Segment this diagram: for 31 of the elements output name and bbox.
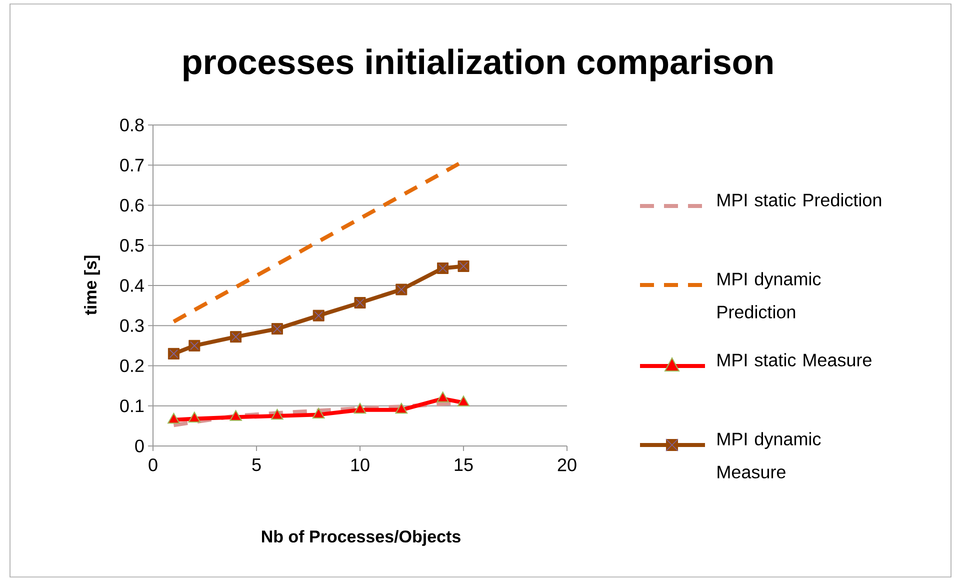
y-tick-label: 0.1 — [120, 399, 144, 412]
x-tick-label: 20 — [558, 458, 576, 472]
y-tick-label: 0.7 — [120, 158, 144, 172]
y-tick-label: 0.4 — [120, 279, 144, 292]
point — [271, 408, 284, 420]
y-tick-label: 0.2 — [120, 359, 144, 372]
legend-label: MPI static Measure — [718, 353, 872, 366]
x-tick-label: 10 — [351, 458, 370, 472]
point — [168, 412, 180, 424]
point — [395, 402, 408, 414]
x-tick-label: 5 — [252, 458, 261, 472]
y-tick-label: 0.3 — [120, 319, 144, 332]
line-chart: 0 5 10 15 20 0 0.1 0.2 0.3 0.4 0.5 0.6 0.7 0.8 — [120, 118, 576, 472]
legend-label: MPI static Prediction — [718, 193, 882, 206]
chart-title: processes initialization comparison — [184, 48, 772, 82]
y-tick-label: 0.6 — [120, 198, 144, 212]
point — [188, 412, 201, 422]
point — [354, 402, 366, 414]
axis-title: Nb of Processes/Objects — [262, 530, 460, 546]
y-tick-label: 0.8 — [120, 118, 144, 132]
point — [457, 396, 470, 406]
legend-label: MPI dynamic Measure — [718, 432, 821, 478]
point — [436, 392, 449, 402]
y-tick-label: 0.5 — [120, 238, 144, 252]
y-tick-label: 0 — [135, 440, 144, 452]
legend-label: MPI dynamic Prediction — [718, 272, 821, 318]
point — [230, 410, 242, 421]
x-tick-label: 15 — [454, 458, 473, 472]
x-tick-label: 0 — [148, 458, 158, 472]
point — [312, 408, 325, 418]
axis-title: time [s] — [84, 256, 100, 315]
